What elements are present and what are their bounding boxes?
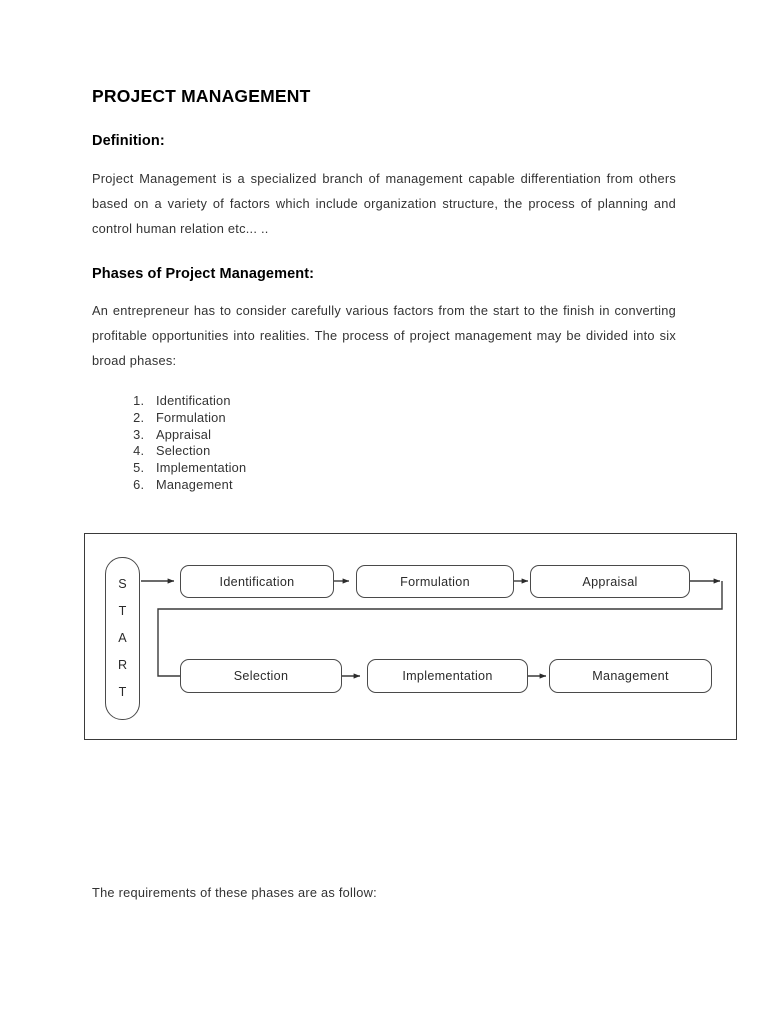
phase-list: Identification Formulation Appraisal Sel… — [92, 373, 676, 494]
section-heading-definition: Definition: — [92, 133, 165, 149]
section-heading-phases: Phases of Project Management: — [92, 266, 315, 282]
start-letter: R — [117, 658, 128, 673]
start-letter: T — [118, 604, 127, 619]
flow-node-appraisal[interactable]: Appraisal — [530, 565, 690, 598]
flow-node-start[interactable]: S T A R T — [105, 557, 140, 720]
closing-paragraph: The requirements of these phases are as … — [92, 885, 377, 900]
start-letter: T — [118, 685, 127, 700]
flow-node-formulation[interactable]: Formulation — [356, 565, 514, 598]
flow-node-implementation[interactable]: Implementation — [367, 659, 528, 693]
start-letter: S — [118, 577, 127, 592]
list-item: Management — [148, 477, 676, 494]
list-item: Appraisal — [148, 427, 676, 444]
page-title: PROJECT MANAGEMENT — [92, 86, 311, 106]
definition-paragraph: Project Management is a specialized bran… — [92, 171, 676, 236]
list-item: Implementation — [148, 460, 676, 477]
list-item: Selection — [148, 443, 676, 460]
project-management-flow-diagram: S T A R T Identification Formulation App… — [84, 533, 737, 740]
flow-node-identification[interactable]: Identification — [180, 565, 334, 598]
diagram-connectors — [141, 578, 723, 679]
phases-paragraph: An entrepreneur has to consider carefull… — [92, 303, 676, 368]
list-item: Identification — [148, 393, 676, 410]
start-letter: A — [118, 631, 127, 646]
flow-node-selection[interactable]: Selection — [180, 659, 342, 693]
document-body: PROJECT MANAGEMENT Definition: Project M… — [92, 0, 676, 494]
flow-node-management[interactable]: Management — [549, 659, 712, 693]
list-item: Formulation — [148, 410, 676, 427]
